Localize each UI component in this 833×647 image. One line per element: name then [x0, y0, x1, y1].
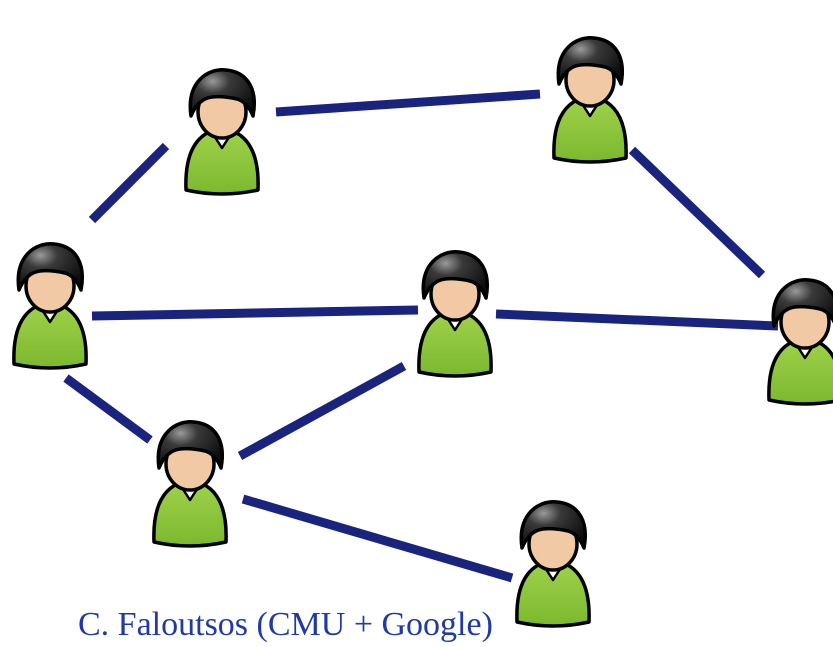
person-icon [184, 68, 260, 196]
connection-line [241, 494, 514, 583]
person-icon [515, 500, 591, 628]
connection-line [628, 146, 766, 279]
connection-line [88, 142, 170, 224]
person-icon [552, 36, 628, 164]
connection-line [237, 362, 407, 460]
person-icon [152, 420, 228, 548]
connection-line [63, 374, 153, 444]
person-icon [417, 250, 493, 378]
person-icon [12, 242, 88, 370]
connection-line [495, 309, 779, 331]
connection-line [275, 89, 541, 117]
connection-line [91, 305, 419, 321]
people-layer [12, 36, 833, 628]
person-icon [767, 278, 833, 406]
connections-layer [63, 89, 779, 583]
author-caption: C. Faloutsos (CMU + Google) [78, 606, 493, 643]
